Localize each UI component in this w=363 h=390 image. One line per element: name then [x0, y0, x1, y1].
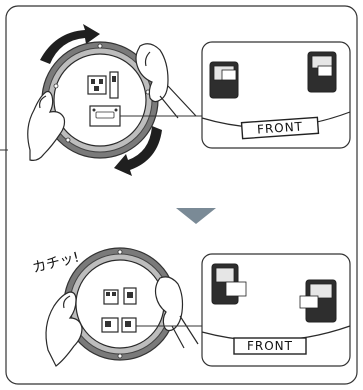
step2-front-label: FRONT — [234, 338, 306, 354]
step1-detail-inset: FRONT — [202, 42, 350, 148]
step1-left-tab — [210, 62, 238, 98]
step1-right-tab — [308, 52, 336, 92]
step2-detail-inset: FRONT — [202, 254, 350, 366]
step2-front-text: FRONT — [247, 339, 293, 353]
